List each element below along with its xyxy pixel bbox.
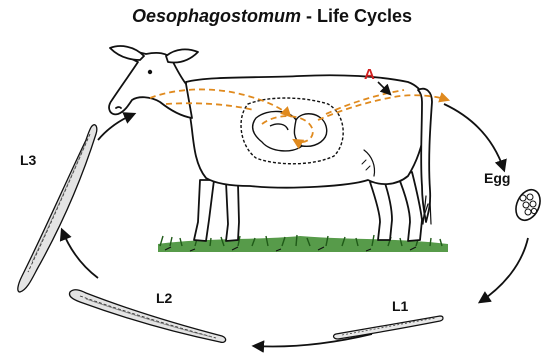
front-leg-right bbox=[226, 182, 239, 241]
arrow-l3-to-cow bbox=[98, 114, 134, 140]
cow bbox=[109, 46, 432, 241]
cow-ear-left bbox=[110, 46, 144, 60]
l2-label: L2 bbox=[156, 290, 172, 306]
l3-label: L3 bbox=[20, 152, 36, 168]
egg-label: Egg bbox=[484, 170, 510, 186]
site-a-label: A bbox=[364, 66, 375, 83]
hind-leg-right bbox=[398, 172, 422, 241]
larva-l2-icon bbox=[69, 290, 225, 343]
cow-ear-right bbox=[166, 49, 198, 62]
arrow-l2-to-l3 bbox=[62, 230, 98, 278]
l1-label: L1 bbox=[392, 298, 408, 314]
hind-leg-left bbox=[370, 180, 392, 240]
larva-l1-icon bbox=[334, 316, 443, 339]
arrow-cow-to-egg bbox=[444, 104, 504, 170]
arrow-egg-to-l1 bbox=[480, 238, 528, 302]
front-leg-left bbox=[194, 180, 214, 241]
cow-body bbox=[186, 75, 427, 187]
egg-icon bbox=[511, 186, 544, 224]
